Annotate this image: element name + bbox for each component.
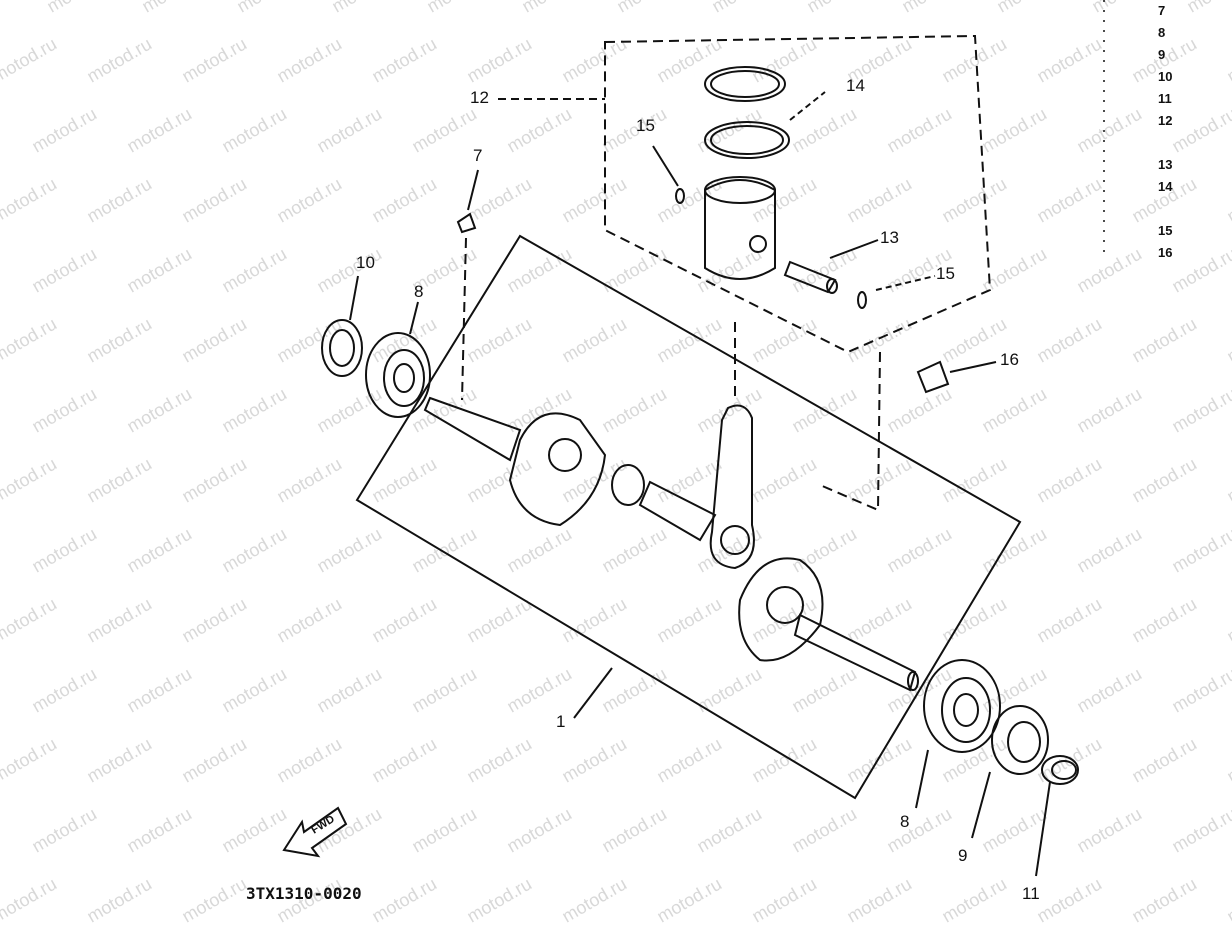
side-list-item: 11: [1158, 91, 1172, 106]
small-end-bearing: [916, 360, 950, 394]
side-list-item: 13: [1158, 157, 1173, 172]
callout-11: 11: [1022, 884, 1040, 903]
callout-8-left: 8: [414, 282, 424, 301]
part-code: 3TX1310-0020: [246, 884, 362, 903]
side-list-item: 16: [1158, 245, 1173, 260]
fwd-arrow-icon: [282, 806, 348, 858]
piston-ring-second: [704, 121, 790, 159]
oil-seal-right: [991, 705, 1049, 775]
piston-pin-clip: [675, 188, 685, 204]
oil-seal-left: [321, 319, 363, 377]
crank-web-left: [508, 412, 607, 527]
side-list-item: 12: [1158, 113, 1173, 128]
callout-10: 10: [356, 253, 375, 272]
side-list-item: 7: [1158, 3, 1166, 18]
piston-ring-top: [704, 66, 786, 102]
callout-16: 16: [1000, 350, 1019, 369]
collar: [1041, 755, 1079, 785]
piston-pin: [783, 260, 837, 294]
callout-15-right: 15: [936, 264, 955, 283]
callout-8-right: 8: [900, 812, 910, 831]
piston-group-box: [604, 34, 992, 354]
side-list-item: 14: [1158, 179, 1173, 194]
side-list-item: 8: [1158, 25, 1166, 40]
piston: [704, 179, 776, 280]
connecting-rod: [709, 404, 755, 570]
bearing-left: [365, 332, 431, 418]
callout-15-top: 15: [636, 116, 655, 135]
crank-pin: [638, 480, 717, 542]
woodruff-key: [456, 212, 477, 234]
bearing-right: [923, 659, 1001, 753]
callout-9: 9: [958, 846, 968, 865]
callout-1: 1: [556, 712, 566, 731]
callout-7: 7: [473, 146, 483, 165]
side-list-item: [1158, 198, 1218, 220]
side-list-item: 10: [1158, 69, 1173, 84]
side-list-item: [1158, 132, 1218, 154]
side-list: 7 8 9 10 11 12 13 14 15 16: [1158, 0, 1218, 264]
crank-web-right: [738, 557, 824, 662]
crankshaft-left-shaft: [423, 396, 522, 462]
crankshaft-right-shaft: [793, 613, 917, 692]
crankshaft-group-box: [355, 234, 1022, 800]
side-list-item: 15: [1158, 223, 1173, 238]
crank-pin-bearing: [611, 464, 645, 506]
callout-12: 12: [470, 88, 489, 107]
callout-14: 14: [846, 76, 865, 95]
callout-13: 13: [880, 228, 899, 247]
side-list-item: 9: [1158, 47, 1166, 62]
